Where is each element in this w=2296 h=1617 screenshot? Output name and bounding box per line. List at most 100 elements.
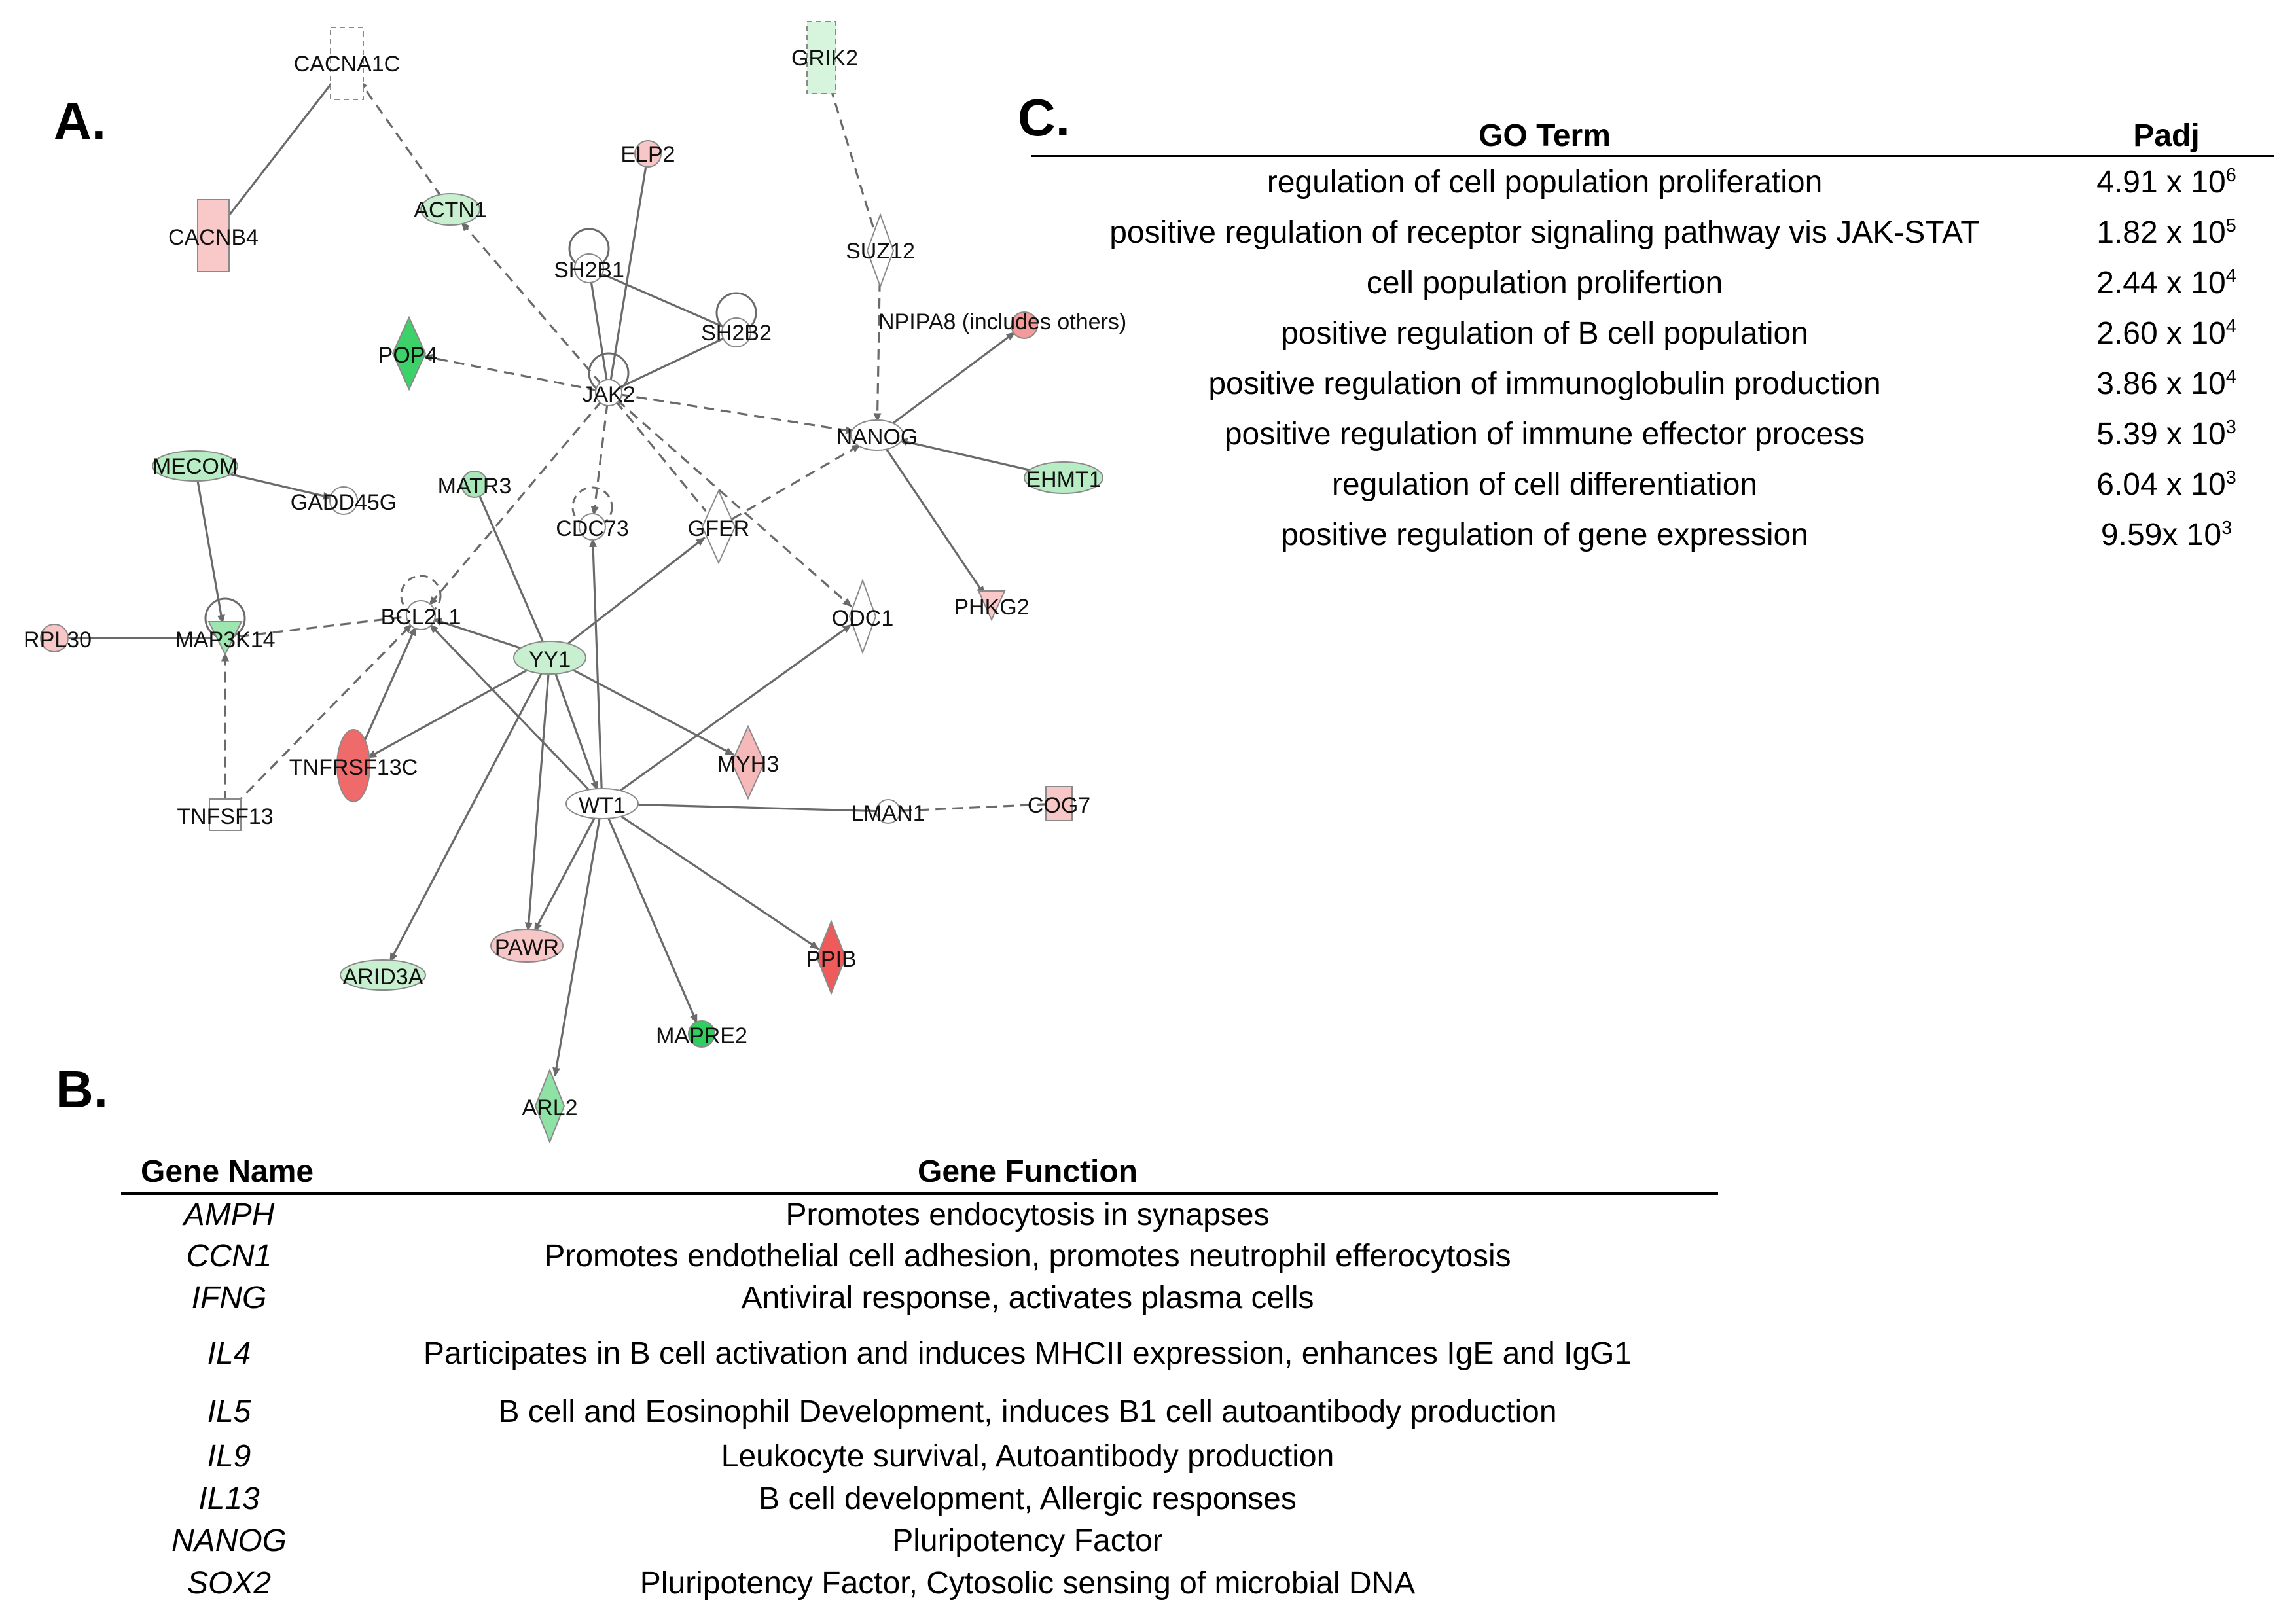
edge-map3k14-bcl2l1 <box>238 615 408 638</box>
node-shape <box>876 799 901 824</box>
padj-exponent: 3 <box>2225 467 2236 488</box>
go-term-table: GO Term Padj regulation of cell populati… <box>1031 115 2274 560</box>
gene-name-cell: IL9 <box>207 1438 251 1474</box>
node-label: CDC73 <box>556 516 628 541</box>
node-actn1: ACTN1 <box>414 193 487 226</box>
edge-yy1-gfer <box>564 537 706 647</box>
edge-yy1-tnfrsf13c <box>367 667 531 759</box>
edge-gfer-nanog <box>731 444 861 520</box>
go-term-cell: positive regulation of immune effector p… <box>1224 417 1865 452</box>
padj-mantissa: 5.39 x 10 <box>2096 417 2226 452</box>
padj-cell: 5.39 x 103 <box>2058 409 2274 459</box>
node-label: EHMT1 <box>1026 467 1101 492</box>
node-label: YY1 <box>529 647 571 672</box>
node-label: GADD45G <box>291 490 397 515</box>
node-label: ODC1 <box>832 606 893 631</box>
node-shape <box>816 919 847 995</box>
node-shape <box>730 724 766 800</box>
gene-function-cell: Antiviral response, activates plasma cel… <box>741 1280 1314 1315</box>
node-shape <box>721 317 751 347</box>
node-matr3: MATR3 <box>438 471 511 499</box>
node-ehmt1: EHMT1 <box>1024 461 1103 494</box>
node-shape <box>406 600 436 630</box>
node-gfer: GFER <box>688 489 749 565</box>
network-selfloops <box>204 228 757 639</box>
edge-mecom-gadd45g <box>224 472 332 500</box>
node-shape <box>340 959 426 991</box>
node-label: CACNA1C <box>294 52 400 77</box>
edge-suz12-grik2 <box>828 82 874 228</box>
header-go-term: GO Term <box>1031 115 2058 157</box>
node-label: BCL2L1 <box>381 605 461 630</box>
edge-wt1-mapre2 <box>606 815 698 1024</box>
node-shape <box>848 578 877 654</box>
node-tnfsf13: TNFSF13 <box>177 798 274 831</box>
padj-cell: 6.04 x 103 <box>2058 459 2274 510</box>
edge-jak2-odc1 <box>616 399 852 608</box>
gene-name-cell: CCN1 <box>186 1238 272 1273</box>
node-label: ELP2 <box>620 142 675 167</box>
gene-name-cell: IFNG <box>191 1280 267 1315</box>
node-shape <box>513 641 586 675</box>
node-label: COG7 <box>1028 793 1090 818</box>
edge-yy1-pawr <box>524 671 550 932</box>
node-mapre2: MAPRE2 <box>656 1020 747 1048</box>
padj-mantissa: 2.60 x 10 <box>2096 316 2226 351</box>
node-label: MECOM <box>152 454 238 479</box>
node-shape <box>595 379 622 406</box>
edge-cacnb4-cacna1c <box>224 79 335 222</box>
edge-actn1-cacna1c <box>358 80 442 198</box>
table-row: positive regulation of immune effector p… <box>1031 409 2274 459</box>
node-shape <box>330 27 364 100</box>
padj-exponent: 4 <box>2225 366 2236 387</box>
node-pop4: POP4 <box>378 315 437 391</box>
table-row: positive regulation of B cell population… <box>1031 308 2274 359</box>
node-label: PPIB <box>806 947 856 972</box>
node-label: SUZ12 <box>846 239 915 264</box>
node-suz12: SUZ12 <box>846 213 915 289</box>
node-label: NPIPA8 (includes others) <box>878 310 1126 334</box>
edge-sh2b1-jak2 <box>590 280 608 382</box>
node-shape <box>1024 461 1103 494</box>
node-shape <box>391 315 427 391</box>
node-grik2: GRIK2 <box>791 21 858 94</box>
node-label: GRIK2 <box>791 46 858 71</box>
edge-jak2-elp2 <box>609 165 647 382</box>
padj-cell: 9.59x 103 <box>2058 510 2274 560</box>
edge-jak2-bcl2l1 <box>428 400 603 606</box>
node-shape <box>152 450 238 482</box>
network-edges <box>65 79 1049 1077</box>
node-mecom: MECOM <box>152 450 238 482</box>
gene-name-cell: NANOG <box>171 1523 287 1558</box>
node-shape <box>209 798 242 831</box>
node-label: ACTN1 <box>414 198 486 222</box>
node-rpl30: RPL30 <box>24 624 92 652</box>
edge-jak2-actn1 <box>460 221 603 385</box>
node-shape <box>336 729 370 802</box>
gene-name-cell: IL13 <box>198 1481 260 1516</box>
padj-mantissa: 6.04 x 10 <box>2096 467 2226 502</box>
gene-function-cell: B cell and Eosinophil Development, induc… <box>498 1394 1557 1429</box>
go-term-cell: positive regulation of B cell population <box>1281 316 1808 351</box>
header-gene-function: Gene Function <box>337 1139 1718 1195</box>
node-tnfrsf13c: TNFRSF13C <box>289 729 418 802</box>
node-sh2b1: SH2B1 <box>554 253 624 283</box>
padj-mantissa: 2.44 x 10 <box>2096 266 2226 300</box>
edge-wt1-arl2 <box>552 816 601 1077</box>
node-shape <box>207 621 243 656</box>
node-cog7: COG7 <box>1028 786 1090 821</box>
edge-jak2-nanog <box>619 393 855 435</box>
node-shape <box>490 929 564 963</box>
edge-yy1-matr3 <box>478 494 545 645</box>
table-header-row: GO Term Padj <box>1031 115 2274 157</box>
table-row: regulation of cell population proliferat… <box>1031 156 2274 208</box>
padj-exponent: 3 <box>2225 417 2236 438</box>
node-label: WT1 <box>579 793 626 818</box>
node-label: RPL30 <box>24 628 92 652</box>
gene-function-cell: Pluripotency Factor, Cytosolic sensing o… <box>639 1565 1416 1601</box>
